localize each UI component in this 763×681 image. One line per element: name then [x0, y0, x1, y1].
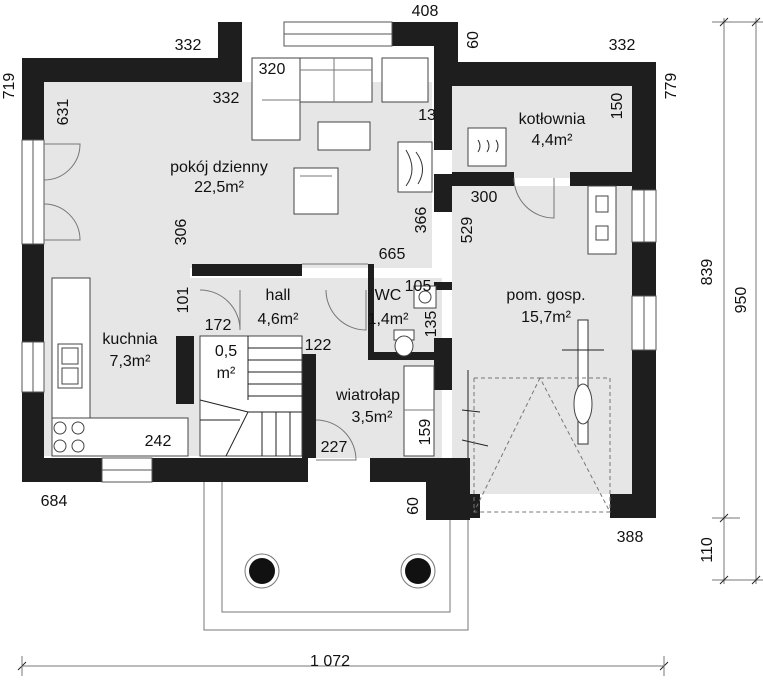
dim-boiler-150: 150	[609, 93, 626, 120]
overall-width-dimension	[17, 656, 669, 676]
dim-bottom-60: 60	[405, 497, 422, 515]
wc-sink-icon	[413, 285, 437, 309]
stove-icon	[53, 421, 85, 453]
vertical-dimension-lines	[712, 17, 763, 585]
dim-right-779: 779	[663, 73, 680, 100]
bicycle-icon	[461, 370, 489, 470]
wardrobe	[403, 365, 435, 457]
terrace-column-right-ring	[400, 553, 436, 589]
dim-vestibule-227: 227	[321, 439, 348, 456]
vestibule-name: wiatrołap	[335, 387, 400, 404]
dim-top-left: 332	[175, 37, 202, 54]
dim-hall-101: 101	[175, 287, 192, 314]
dim-living-332: 332	[213, 90, 240, 107]
dim-bottom-388: 388	[617, 529, 644, 546]
dim-living-631: 631	[55, 99, 72, 126]
dim-side-110: 110	[699, 537, 716, 563]
stair-area-unit: m²	[217, 365, 236, 382]
dim-wc-105: 105	[405, 278, 432, 295]
dim-living-366: 366	[413, 207, 430, 234]
dim-overall-width: 1 072	[310, 653, 350, 670]
dim-living-306: 306	[173, 219, 190, 246]
terrace-outline	[203, 478, 469, 631]
dim-kitchen-242: 242	[145, 433, 172, 450]
stair-area: 0,5	[215, 343, 237, 360]
vestibule-area: 3,5m²	[352, 409, 394, 426]
kitchen-name: kuchnia	[102, 331, 157, 348]
dim-hall-122: 122	[305, 337, 332, 354]
dim-hall-665: 665	[379, 246, 406, 263]
motorcycle-icon	[562, 319, 604, 445]
terrace-column-right	[405, 558, 431, 584]
doors	[43, 143, 555, 461]
hall-area: 4,6m²	[258, 311, 300, 328]
staircase	[199, 335, 303, 457]
utility-room-name: pom. gosp.	[506, 287, 585, 304]
boiler-room-name: kotłownia	[519, 111, 586, 128]
living-room-name: pokój dzienny	[170, 159, 268, 176]
wc-name: WC	[375, 287, 402, 304]
terrace-column-left-ring	[244, 553, 280, 589]
dim-side-839: 839	[699, 259, 716, 286]
walls	[22, 22, 656, 520]
dim-side-950: 950	[733, 287, 750, 314]
dim-utility-529: 529	[459, 217, 476, 244]
dim-top-window: 408	[412, 3, 439, 20]
sofa-icon	[251, 57, 373, 141]
fireplace-icon	[397, 141, 433, 193]
living-room-area: 22,5m²	[194, 179, 244, 196]
kitchen-area: 7,3m²	[110, 353, 152, 370]
dim-left-719: 719	[1, 73, 18, 100]
dim-wc-135: 135	[423, 311, 440, 338]
hall-name: hall	[266, 287, 291, 304]
dim-top-60: 60	[465, 31, 482, 49]
dim-hall-172: 172	[205, 317, 232, 334]
dim-living-320: 320	[259, 61, 286, 78]
living-room-floor	[42, 82, 432, 268]
dim-top-right: 332	[609, 37, 636, 54]
toilet-icon	[393, 329, 415, 357]
dim-vestibule-159: 159	[417, 419, 434, 446]
armchair-icon	[293, 167, 339, 215]
terrace-column-left	[249, 558, 275, 584]
boiler-room-area: 4,4m²	[532, 132, 574, 149]
boiler-icon	[467, 127, 507, 167]
dim-utility-300: 300	[471, 189, 498, 206]
dim-bottom-684: 684	[41, 493, 68, 510]
armchair-icon	[381, 57, 429, 103]
windows	[21, 21, 657, 483]
lawn-tractor-icon	[587, 185, 617, 255]
utility-room-area: 15,7m²	[521, 309, 571, 326]
dim-living-13: 13	[418, 107, 436, 124]
wc-area: 1,4m²	[368, 311, 410, 328]
terrace-inner-outline	[221, 478, 451, 613]
garage-door-outline	[473, 377, 611, 513]
coffee-table-icon	[317, 121, 371, 151]
